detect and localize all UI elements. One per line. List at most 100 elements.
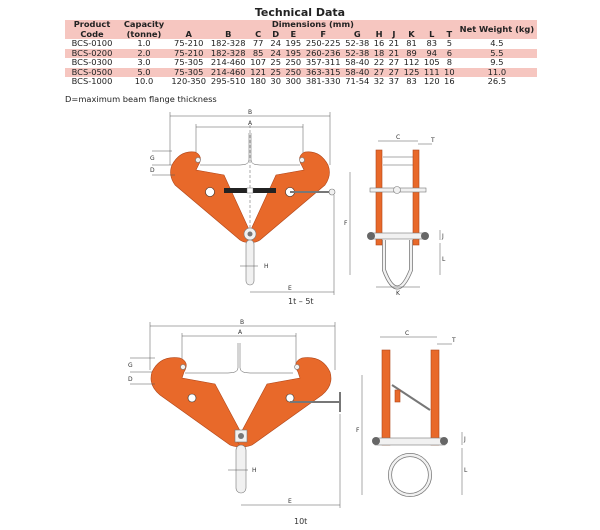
table-cell: 37 <box>388 76 400 87</box>
front-view-large: B A H E G D 10t <box>128 319 341 526</box>
label-f-10t: F <box>356 427 360 434</box>
label-e-10t: E <box>288 498 292 505</box>
label-l-10t: L <box>464 467 468 474</box>
table-cell: BCS-0200 <box>65 48 119 59</box>
table-cell: 75-210 <box>169 48 209 59</box>
table-cell: 24 <box>270 38 281 48</box>
header-dim-k: K <box>401 29 422 39</box>
table-cell: 6 <box>441 48 457 59</box>
caption-10t: 10t <box>294 517 307 526</box>
table-cell: 5.5 <box>456 48 537 59</box>
label-c-10t: C <box>405 330 409 337</box>
table-cell: 85 <box>248 48 269 59</box>
table-cell: 195 <box>283 48 304 59</box>
table-cell: 83 <box>426 38 438 48</box>
table-cell: 32 <box>373 76 385 87</box>
table-cell: 120-350 <box>171 76 207 87</box>
table-cell: 1.0 <box>137 38 151 48</box>
header-dim-c: C <box>248 29 269 39</box>
header-dim-h: H <box>371 29 387 39</box>
table-cell: 2.0 <box>119 48 169 59</box>
table-cell: 381-330 <box>305 76 341 87</box>
table-cell: 11.0 <box>456 67 537 78</box>
table-cell: 27 <box>388 57 400 68</box>
table-cell: 27 <box>371 67 387 78</box>
label-h: H <box>264 263 269 270</box>
table-cell: 75-305 <box>174 57 204 68</box>
label-h-10t: H <box>252 467 257 474</box>
header-net-weight: Net Weight (kg) <box>456 20 537 39</box>
table-cell: 71-54 <box>345 76 370 87</box>
header-dim-l: L <box>421 29 442 39</box>
table-cell: 182-328 <box>208 48 248 59</box>
table-cell: 8 <box>446 57 452 68</box>
header-dim-t: T <box>441 29 457 39</box>
side-view-large: C T F J L <box>356 330 468 497</box>
header-dim-f: F <box>303 29 343 39</box>
table-cell: 4.5 <box>490 38 504 48</box>
label-t-10t: T <box>451 337 456 344</box>
label-l: L <box>442 256 446 263</box>
table-cell: 300 <box>285 76 302 87</box>
label-g: G <box>150 155 155 162</box>
table-cell: 357-311 <box>305 57 341 68</box>
header-dim-g: G <box>342 29 372 39</box>
table-cell: 94 <box>421 48 442 59</box>
technical-data-table: Product Code Capacity (tonne) Dimensions… <box>65 19 537 87</box>
header-dim-j: J <box>386 29 402 39</box>
table-cell: 182-328 <box>210 38 246 48</box>
table-cell: 214-460 <box>210 57 246 68</box>
table-cell: 5 <box>446 38 452 48</box>
table-cell: 21 <box>386 48 402 59</box>
table-cell: 112 <box>403 57 420 68</box>
table-cell: 105 <box>423 57 440 68</box>
table-cell: 83 <box>406 76 417 87</box>
table-cell: 89 <box>401 48 422 59</box>
table-cell: 22 <box>373 57 385 68</box>
caption-1t-5t: 1t – 5t <box>288 297 314 306</box>
table-cell: 195 <box>285 38 302 48</box>
table-cell: BCS-0500 <box>65 67 119 78</box>
table-cell: 18 <box>371 48 387 59</box>
table-cell: 107 <box>250 57 267 68</box>
table-cell: 5.0 <box>119 67 169 78</box>
table-cell: 26.5 <box>487 76 507 87</box>
table-cell: 81 <box>406 38 417 48</box>
label-k: K <box>396 290 401 297</box>
table-cell: 52-38 <box>342 48 372 59</box>
page-title: Technical Data <box>254 6 346 19</box>
label-d-10t: D <box>128 376 133 383</box>
label-c: C <box>396 134 400 141</box>
table-cell: 27 <box>386 67 402 78</box>
table-cell: 121 <box>248 67 269 78</box>
footnote: D=maximum beam flange thickness <box>65 94 217 104</box>
table-cell: 58-40 <box>342 67 372 78</box>
table-cell: 77 <box>252 38 264 48</box>
table-cell: 16 <box>373 38 385 48</box>
table-cell: 214-460 <box>208 67 248 78</box>
label-t: T <box>430 137 435 144</box>
table-cell: 75-305 <box>169 67 209 78</box>
table-cell: 120 <box>423 76 440 87</box>
header-dim-d: D <box>268 29 284 39</box>
table-cell: 9.5 <box>490 57 504 68</box>
table-cell: 125 <box>401 67 422 78</box>
table-cell: 10 <box>441 67 457 78</box>
label-f: F <box>344 220 348 227</box>
header-dimensions: Dimensions (mm) <box>169 19 457 30</box>
table-cell: 25 <box>270 57 281 68</box>
table-cell: 75-210 <box>174 38 204 48</box>
table-cell: 250 <box>283 67 304 78</box>
label-j: J <box>441 233 444 240</box>
table-cell: BCS-0300 <box>71 57 113 68</box>
label-j-10t: J <box>463 436 466 443</box>
label-g-10t: G <box>128 362 133 369</box>
label-b: B <box>248 109 252 116</box>
side-view-small: C T F J L K <box>344 134 446 297</box>
header-product-code: Product Code <box>65 19 119 39</box>
front-view-small: B A H E G D 1t – 5t <box>150 109 336 306</box>
